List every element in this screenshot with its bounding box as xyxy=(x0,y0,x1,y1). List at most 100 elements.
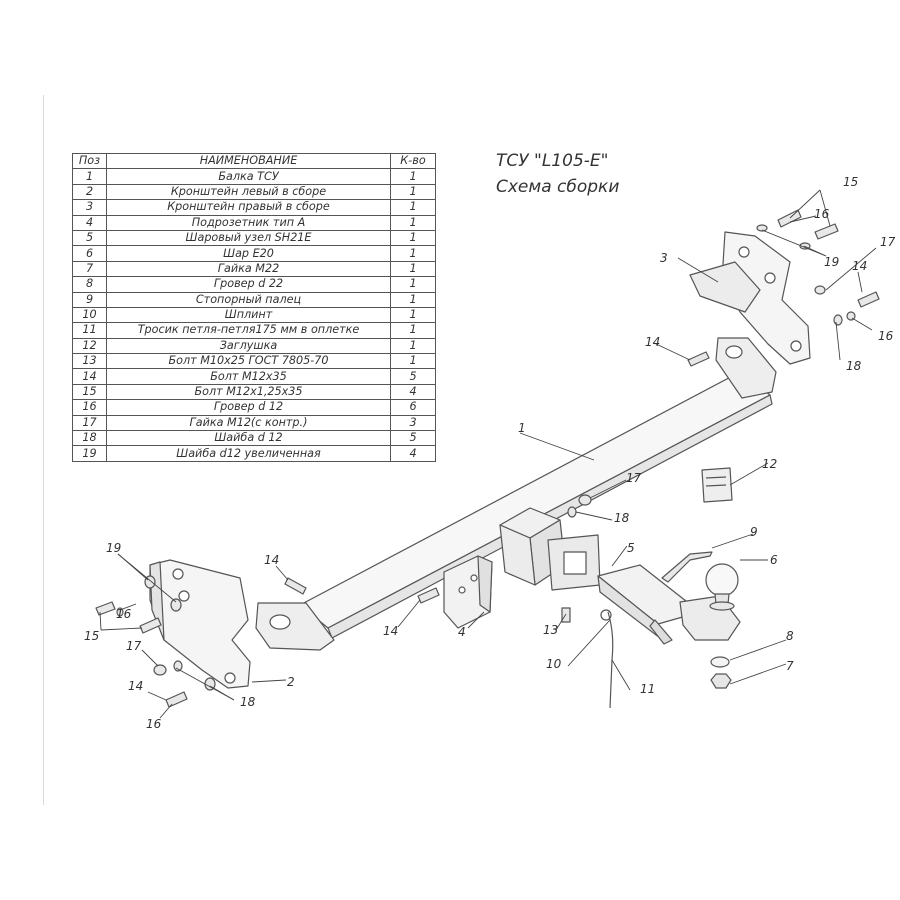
bolt-15-right xyxy=(777,209,802,228)
washer-18-mid xyxy=(567,506,577,518)
callout-14-left-b: 14 xyxy=(128,679,143,693)
callout-1: 1 xyxy=(518,421,526,435)
socket-bracket xyxy=(443,555,493,629)
callout-9: 9 xyxy=(750,525,758,539)
cell-qty: 1 xyxy=(390,276,436,293)
drawing-title: ТСУ "L105-E" Схема сборки xyxy=(496,148,619,200)
bolt-13 xyxy=(561,607,571,623)
leader-lines xyxy=(99,189,877,719)
grover-d22 xyxy=(710,656,730,668)
nut-17-left xyxy=(153,664,167,676)
cell-name: Заглушка xyxy=(106,337,391,355)
cell-qty: 1 xyxy=(390,291,436,308)
receiver-housing xyxy=(499,507,601,591)
cell-name: Гайка М22 xyxy=(106,260,391,278)
nut-17-right xyxy=(814,285,826,295)
callout-17-right: 17 xyxy=(880,235,896,249)
cell-name: Кронштейн правый в сборе xyxy=(106,199,391,216)
callout-18-left: 18 xyxy=(240,695,256,709)
callout-14-right: 14 xyxy=(645,335,660,349)
cell-pos: 16 xyxy=(72,399,107,416)
cell-name: Стопорный палец xyxy=(106,291,391,308)
bolt-15-left xyxy=(95,601,116,616)
callout-16-right-b: 16 xyxy=(878,329,894,343)
washer-19-left-b xyxy=(170,598,182,612)
cell-qty: 1 xyxy=(390,322,436,339)
callout-labels: 1 2 3 4 5 6 7 8 9 10 11 12 13 14 14 14 1… xyxy=(84,175,896,731)
cell-name: Шплинт xyxy=(106,306,391,324)
callout-19-left: 19 xyxy=(106,541,121,555)
callout-4: 4 xyxy=(458,625,466,639)
bolt-15-right-b xyxy=(814,223,839,240)
right-bracket xyxy=(689,231,811,365)
cell-name: Болт М10х25 ГОСТ 7805-70 xyxy=(106,353,391,370)
cell-qty: 1 xyxy=(390,353,436,370)
title-subtitle: Схема сборки xyxy=(496,177,620,197)
bolt-14-left-b xyxy=(165,691,188,708)
callout-7: 7 xyxy=(786,659,794,673)
cell-pos: 13 xyxy=(72,353,107,370)
callout-5: 5 xyxy=(627,541,635,555)
bolt-14-left xyxy=(284,577,307,595)
washer-18-right xyxy=(833,314,843,326)
callout-2: 2 xyxy=(287,675,295,689)
tow-ball xyxy=(705,563,739,611)
callout-8: 8 xyxy=(786,629,794,643)
cell-name: Шайба d12 увеличенная xyxy=(106,445,391,462)
cell-name: Болт М12х1,25х35 xyxy=(106,383,391,401)
callout-11: 11 xyxy=(640,682,655,696)
cell-qty: 1 xyxy=(390,260,436,278)
cell-name: Шар E20 xyxy=(106,245,391,262)
header-name: НАИМЕНОВАНИЕ xyxy=(106,152,391,170)
bolt-15-left-b xyxy=(139,617,162,634)
cell-name: Шайба d 12 xyxy=(106,430,391,447)
callout-10: 10 xyxy=(546,657,562,671)
safety-cable xyxy=(607,611,614,709)
cell-pos: 7 xyxy=(72,260,107,278)
cotter-pin xyxy=(600,609,612,621)
locking-pin xyxy=(661,551,713,583)
washer-19-right xyxy=(756,224,768,232)
cell-qty: 5 xyxy=(390,430,436,447)
cell-name: Гровер d 12 xyxy=(106,399,391,416)
fasteners xyxy=(95,209,880,708)
callout-16-left-b: 16 xyxy=(146,717,162,731)
page-margin-line xyxy=(43,95,44,805)
cell-name: Шаровый узел SH21E xyxy=(106,229,391,247)
bolt-14-right xyxy=(687,351,710,367)
cell-qty: 1 xyxy=(390,337,436,355)
cell-name: Подрозетник тип А xyxy=(106,214,391,231)
callout-17-left: 17 xyxy=(126,639,142,653)
cell-qty: 5 xyxy=(390,368,436,385)
callout-12: 12 xyxy=(762,457,777,471)
callout-16-left: 16 xyxy=(116,607,132,621)
cell-pos: 15 xyxy=(72,383,107,401)
callout-14-right-b: 14 xyxy=(852,259,867,273)
grover-16-left xyxy=(116,607,124,617)
callout-13: 13 xyxy=(543,623,558,637)
cell-pos: 12 xyxy=(72,337,107,355)
nut-17-mid xyxy=(578,494,592,506)
bolt-14-right-b xyxy=(857,291,880,308)
callout-3: 3 xyxy=(660,251,668,265)
cell-qty: 3 xyxy=(390,414,436,432)
nut-m22 xyxy=(710,673,732,689)
cell-pos: 10 xyxy=(72,306,107,324)
cap-plug xyxy=(701,467,733,503)
callout-15-right: 15 xyxy=(843,175,858,189)
cell-qty: 4 xyxy=(390,445,436,462)
grover-16-right xyxy=(846,311,856,321)
